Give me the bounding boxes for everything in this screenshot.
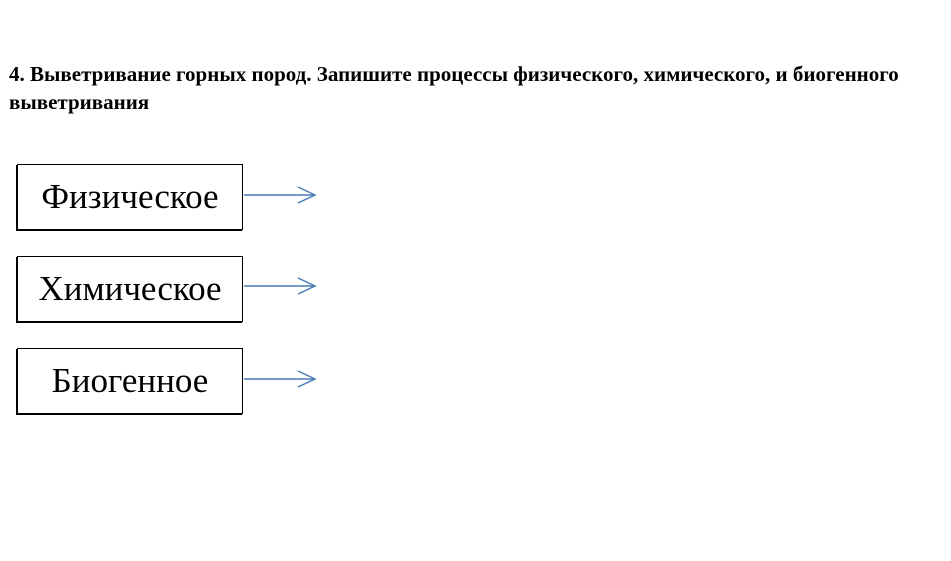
arrow-right-icon [244, 370, 317, 388]
weathering-label-physical: Физическое [41, 177, 219, 216]
weathering-box-physical: Физическое [17, 164, 243, 230]
task-heading: 4. Выветривание горных пород. Запишите п… [9, 60, 944, 116]
weathering-label-biogenic: Биогенное [51, 361, 209, 400]
weathering-box-biogenic: Биогенное [17, 348, 243, 414]
weathering-label-chemical: Химическое [38, 269, 222, 308]
arrow-right-icon [244, 186, 317, 204]
arrow-right-icon [244, 277, 317, 295]
task-number: 4 [9, 62, 20, 86]
task-text: . Выветривание горных пород. Запишите пр… [9, 62, 899, 114]
weathering-box-chemical: Химическое [17, 256, 243, 322]
